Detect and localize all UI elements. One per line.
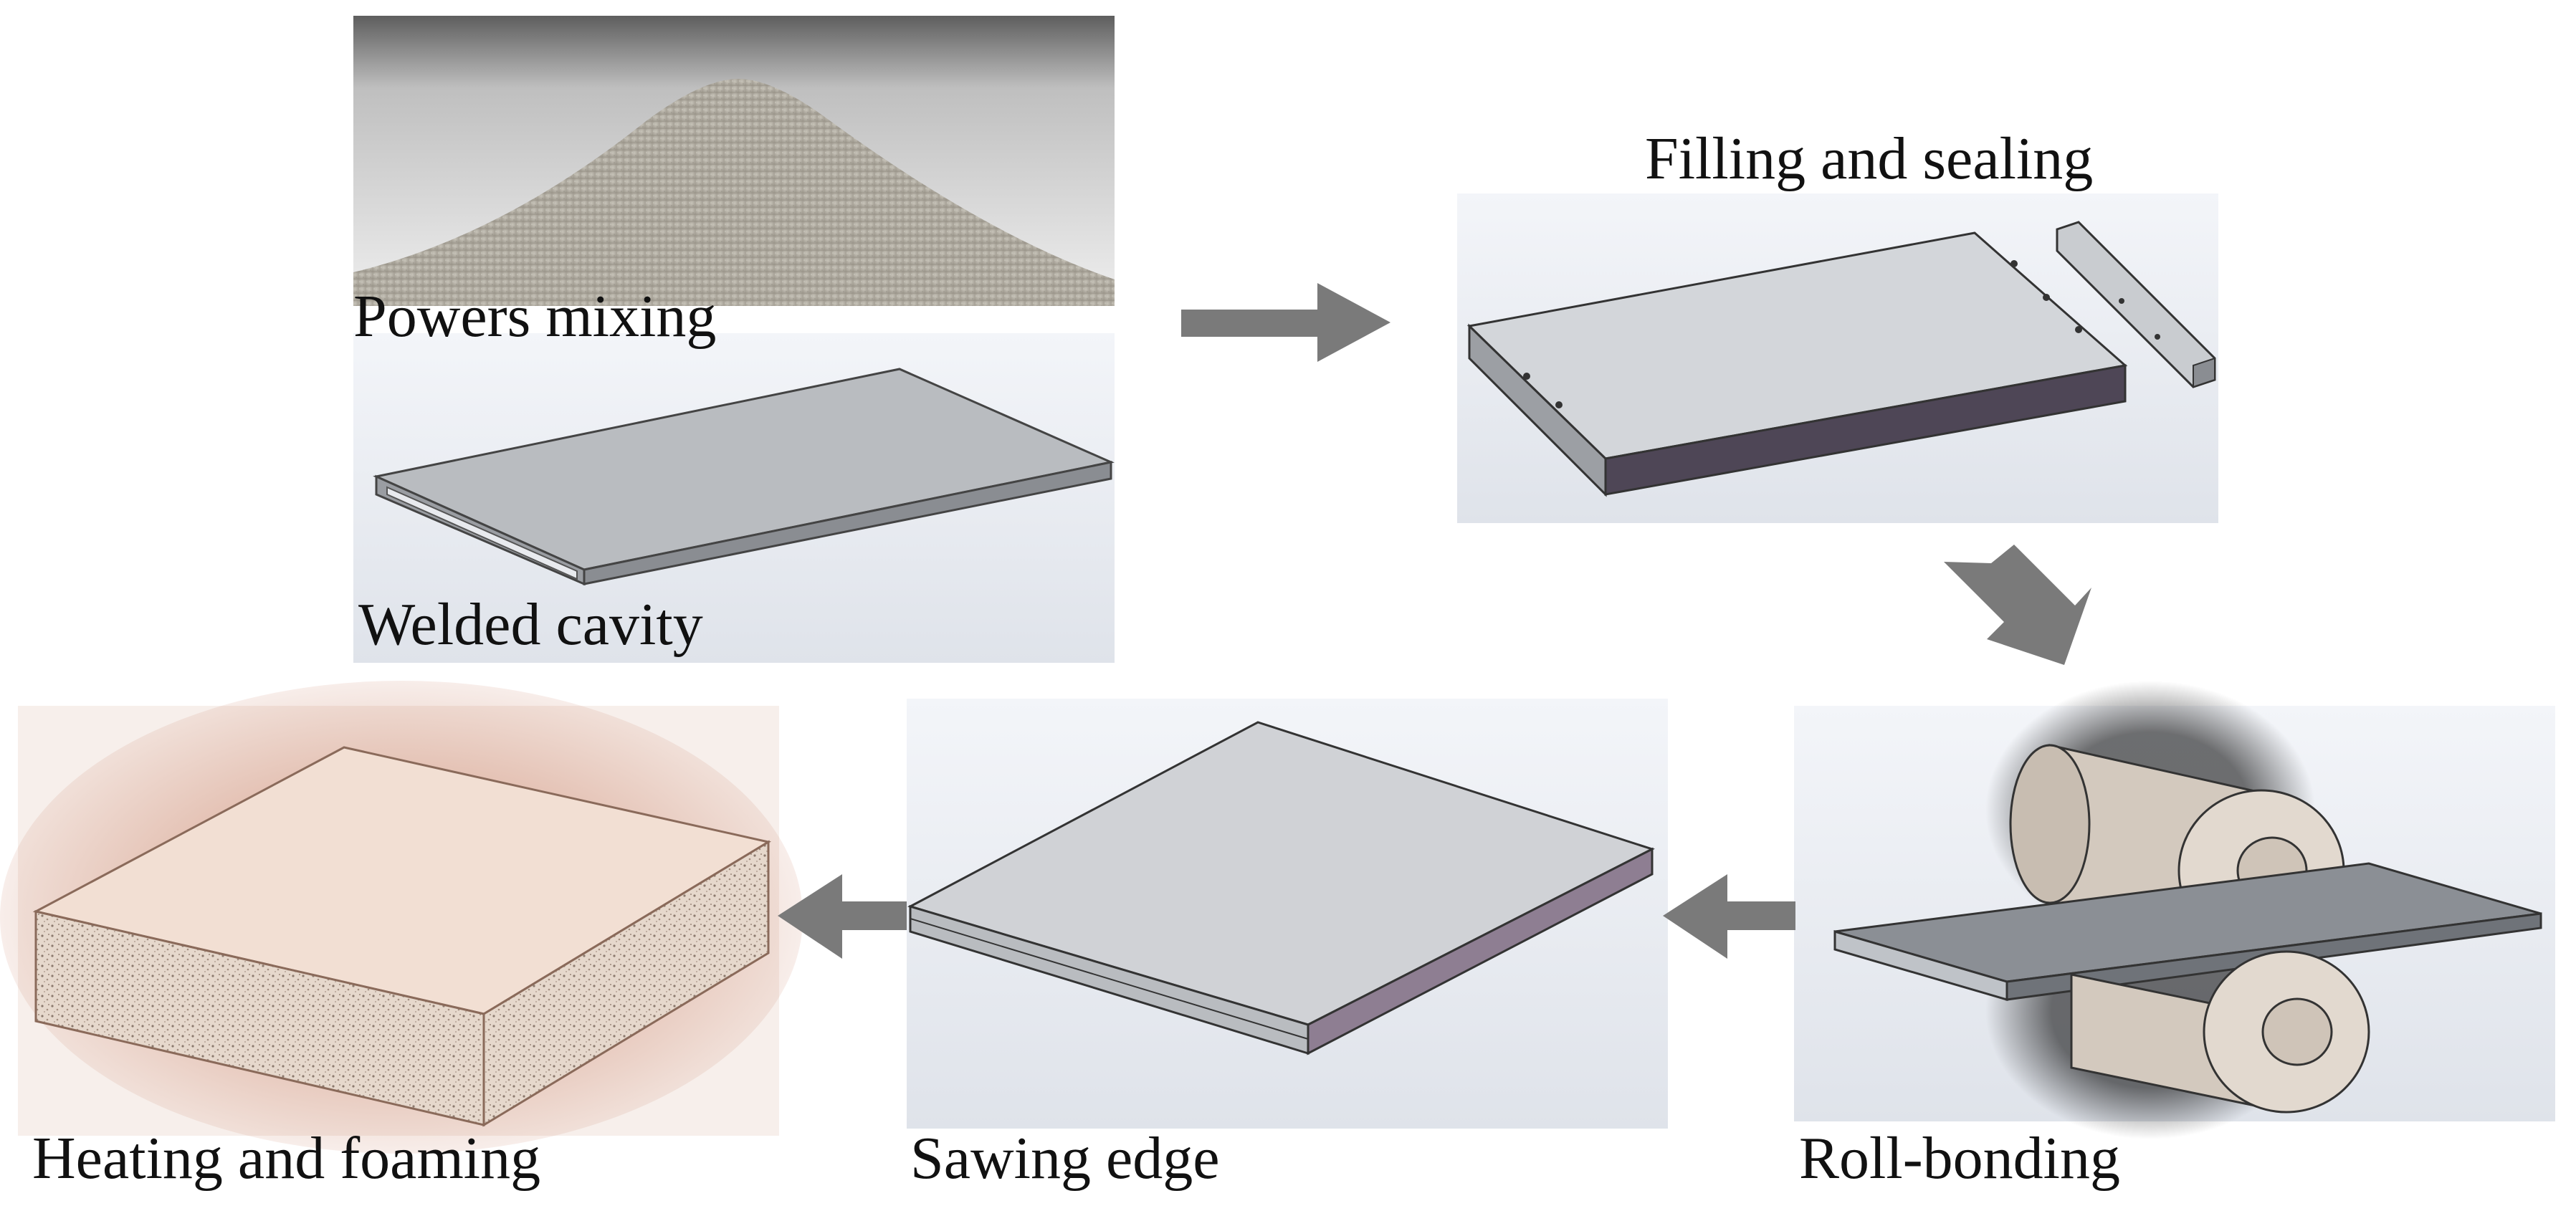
arrow-left-icon <box>1663 874 1795 959</box>
step-label-cavity: Welded cavity <box>358 591 703 658</box>
filling-sealing-panel <box>1457 193 2218 523</box>
step-label-filling: Filling and sealing <box>1645 125 2094 192</box>
arrow-right-icon <box>1181 283 1390 362</box>
sawing-edge-panel <box>907 699 1668 1129</box>
step-label-heating: Heating and foaming <box>32 1125 541 1192</box>
roll-bonding-panel <box>1794 681 2555 1139</box>
arrow-left-icon <box>778 874 907 959</box>
powders-mixing-panel <box>353 16 1115 306</box>
welded-cavity-panel <box>353 333 1115 663</box>
lower-roller <box>2070 950 2370 1114</box>
step-label-powders: Powers mixing <box>353 283 717 350</box>
powder-pile <box>353 79 1115 306</box>
step-label-sawing: Sawing edge <box>910 1125 1220 1192</box>
heating-foaming-panel <box>0 681 803 1154</box>
step-label-roll: Roll-bonding <box>1799 1125 2121 1192</box>
arrow-down-right-icon <box>1944 545 2091 665</box>
